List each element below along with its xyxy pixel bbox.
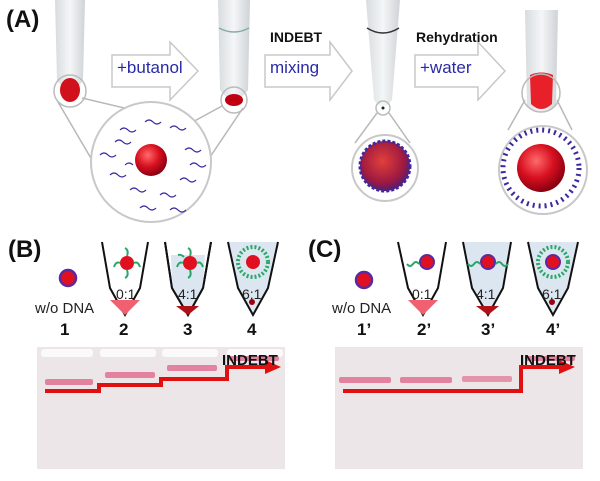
tube-icon (462, 241, 512, 318)
zoom-circle-free-dna (90, 101, 212, 223)
step-title-indebt: INDEBT (270, 29, 323, 45)
panel-b-label: (B) (8, 236, 42, 263)
process-arrows (111, 39, 507, 103)
nanoparticle-icon (58, 268, 78, 288)
lane-1p-caption: w/o DNA (332, 300, 392, 317)
tube-icon (527, 241, 579, 318)
gel-band (45, 379, 93, 385)
gel-well (41, 349, 93, 357)
arrow-label-mixing: mixing (270, 58, 320, 77)
gel-well (100, 349, 156, 357)
gel-band (167, 365, 217, 371)
gel-band (400, 377, 452, 383)
gel-well (162, 349, 218, 357)
lane-number: 4’ (546, 320, 561, 339)
step-title-rehydration: Rehydration (416, 29, 498, 45)
lane-3-ratio: 4:1 (178, 286, 198, 302)
lane-1-caption: w/o DNA (35, 300, 95, 317)
shift-arrow-line (45, 365, 267, 393)
lane-2p-ratio: 0:1 (412, 286, 432, 302)
tube-2 (218, 0, 250, 114)
arrow-1 (111, 40, 200, 102)
lane-number: 1 (60, 320, 70, 339)
shift-arrow-line (343, 365, 561, 393)
tube-icon (101, 241, 149, 318)
gel-well (227, 349, 283, 357)
lane-number: 2 (119, 320, 129, 339)
lane-number: 1’ (357, 320, 372, 339)
lane-2-ratio: 0:1 (116, 286, 136, 302)
gel-band (229, 356, 279, 361)
gel-b (37, 347, 285, 469)
gel-b-label: INDEBT (222, 352, 278, 369)
zoom-circle-rehydrated (498, 125, 588, 215)
lane-number: 2’ (417, 320, 432, 339)
gel-band (525, 356, 575, 361)
lane-3p-ratio: 4:1 (476, 286, 496, 302)
shift-arrow-head (559, 360, 575, 374)
tube-3 (366, 0, 400, 116)
panel-a-label: (A) (6, 6, 40, 33)
tube-icon (164, 241, 212, 318)
nanoparticle-icon (354, 270, 374, 290)
tube-icon (227, 241, 279, 318)
gel-c (335, 347, 583, 469)
lane-number: 4 (247, 320, 257, 339)
gel-c-label: INDEBT (520, 352, 576, 369)
lane-number: 3’ (481, 320, 496, 339)
tube-icon (397, 241, 447, 318)
shift-arrow-head (265, 360, 281, 374)
lane-number: 3 (183, 320, 193, 339)
arrow-3 (414, 40, 507, 102)
arrow-2 (264, 39, 353, 103)
zoom-circle-indebt (351, 134, 419, 202)
panel-a-illustration (53, 0, 588, 223)
lane-4-ratio: 6:1 (242, 286, 262, 302)
panel-b-schematic (58, 241, 279, 318)
panel-c-schematic (354, 241, 579, 318)
gel-band (339, 377, 391, 383)
arrow-label-butanol: +butanol (117, 58, 183, 77)
gel-band (462, 376, 512, 382)
panel-c-label: (C) (308, 236, 342, 263)
tube-1 (53, 0, 87, 108)
gel-band (105, 372, 155, 378)
lane-4p-ratio: 6:1 (542, 286, 562, 302)
tube-4 (521, 10, 561, 113)
arrow-label-water: +water (420, 58, 472, 77)
